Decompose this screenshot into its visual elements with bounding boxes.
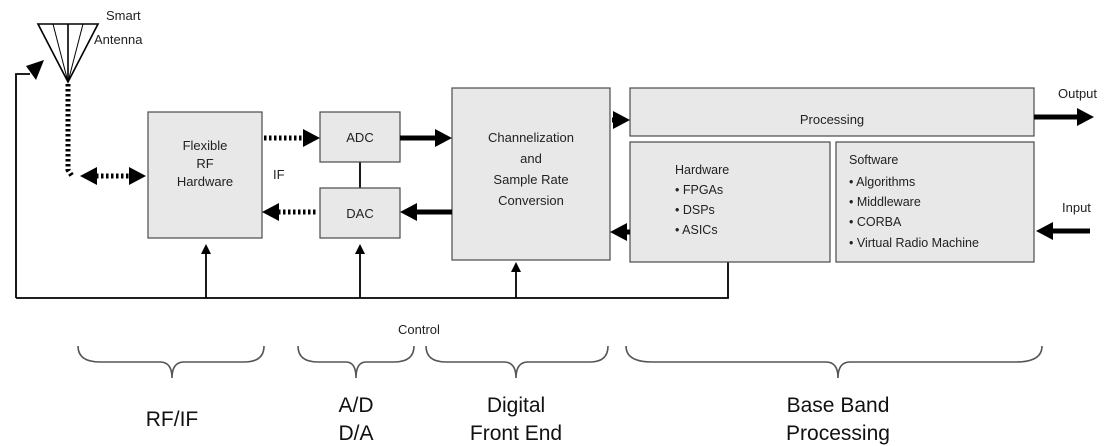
arrowhead-left [80,167,97,185]
software-box [835,141,1035,263]
rf-box-label: RF [196,156,213,171]
section-digital-front-end: Front End [470,422,562,445]
arrowhead-left [262,203,279,221]
dac-label: DAC [346,206,373,221]
channelization-box [451,87,611,261]
software-item: • Middleware [849,195,921,209]
hardware-title: Hardware [675,163,729,177]
channelization-label: Sample Rate [493,172,568,187]
processing-label: Processing [800,112,864,127]
software-item: • Algorithms [849,175,915,189]
input-label: Input [1062,200,1091,215]
section-ad-da: D/A [338,422,373,445]
rf-hardware-box [147,111,263,239]
control-label: Control [398,322,440,337]
channelization-label: Channelization [488,130,574,145]
output-label: Output [1058,86,1097,101]
section-digital-front-end: Digital [487,394,545,417]
arrowhead-right [1077,108,1094,126]
arrowhead-up [355,244,365,254]
arrowhead-up [511,262,521,272]
control-bus-line [15,73,729,299]
arrowhead-right [613,111,630,129]
arrowhead-left [1036,222,1053,240]
section-base-band: Processing [786,422,890,445]
brace-ad-da [297,345,415,379]
adc-box [319,111,401,163]
section-rf-if: RF/IF [146,408,199,431]
brace-rf-if [77,345,265,379]
arrowhead-left [400,203,417,221]
processing-box [629,87,1035,137]
software-item: • Virtual Radio Machine [849,236,979,250]
hardware-item: • ASICs [675,223,718,237]
hardware-item: • FPGAs [675,183,723,197]
arrowhead-to-antenna [26,60,44,80]
antenna-label: Smart [106,8,141,23]
antenna-feed-line [65,84,75,178]
if-label: IF [273,167,285,182]
arrowhead-right [129,167,146,185]
arrowhead-right [435,129,452,147]
rf-box-label: Flexible [183,138,228,153]
channelization-label: and [520,151,542,166]
software-item: • CORBA [849,215,902,229]
channelization-label: Conversion [498,193,564,208]
section-ad-da: A/D [338,394,373,417]
rf-box-label: Hardware [177,174,233,189]
arrowhead-right [303,129,320,147]
arrowhead-left [610,223,627,241]
adc-label: ADC [346,130,373,145]
antenna-label: Antenna [94,32,143,47]
dac-box [319,187,401,239]
antenna-icon [36,23,100,84]
section-base-band: Base Band [787,394,890,417]
brace-base-band [625,345,1043,379]
arrowhead-up [201,244,211,254]
brace-digital-front-end [425,345,609,379]
hardware-item: • DSPs [675,203,715,217]
software-title: Software [849,153,898,167]
hardware-box [629,141,831,263]
